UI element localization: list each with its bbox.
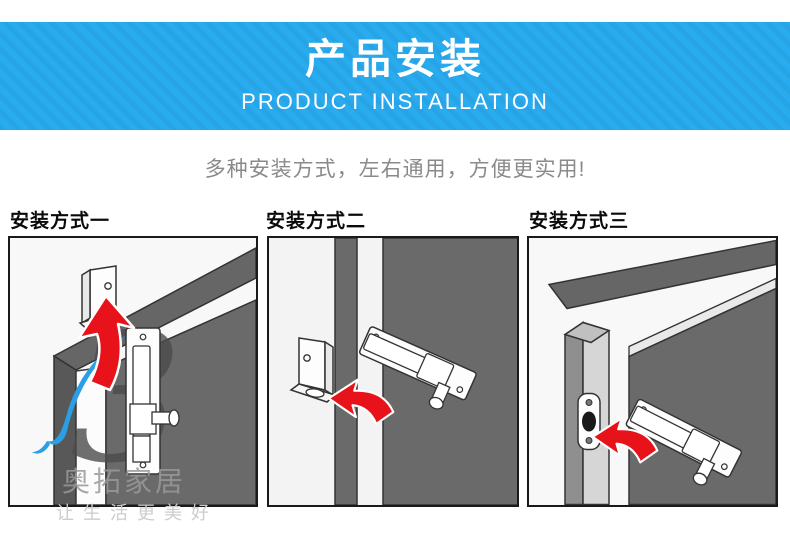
page-title: 产品安装 bbox=[305, 36, 485, 83]
strike-plate bbox=[577, 392, 601, 451]
page-subtitle: PRODUCT INSTALLATION bbox=[241, 88, 549, 114]
watermark-swoosh-icon bbox=[47, 334, 128, 445]
diagram-2-art bbox=[269, 238, 517, 505]
installation-diagram-2 bbox=[267, 236, 519, 507]
tagline: 多种安装方式，左右通用，方便更实用! bbox=[204, 158, 586, 181]
diagram-3-art bbox=[529, 238, 776, 505]
bolt-latch bbox=[625, 398, 743, 486]
watermark-brand: 奥拓家居 bbox=[62, 466, 187, 497]
bolt-latch bbox=[359, 326, 477, 410]
red-arrow-up-icon bbox=[77, 294, 136, 392]
red-arrow-left-icon bbox=[591, 417, 659, 464]
method-2-label: 安装方式二 bbox=[266, 211, 367, 232]
red-arrow-left-icon bbox=[327, 378, 395, 425]
door-frame-bevel bbox=[563, 321, 611, 344]
header-banner: 产品安装 PRODUCT INSTALLATION bbox=[0, 22, 790, 130]
watermark-slogan: 让生活更美好 bbox=[56, 503, 218, 523]
bolt-latch bbox=[125, 327, 180, 475]
door-top-edge bbox=[628, 277, 776, 358]
door-frame-stripe bbox=[334, 238, 358, 505]
method-3-label: 安装方式三 bbox=[529, 211, 630, 232]
watermark-swoosh-tail bbox=[32, 441, 50, 454]
diagram-1-art: 3 bbox=[10, 238, 256, 505]
door-frame-top bbox=[547, 239, 776, 310]
installation-diagram-1: 3 bbox=[8, 236, 258, 507]
method-1-label: 安装方式一 bbox=[10, 211, 111, 232]
installation-diagram-3 bbox=[527, 236, 778, 507]
